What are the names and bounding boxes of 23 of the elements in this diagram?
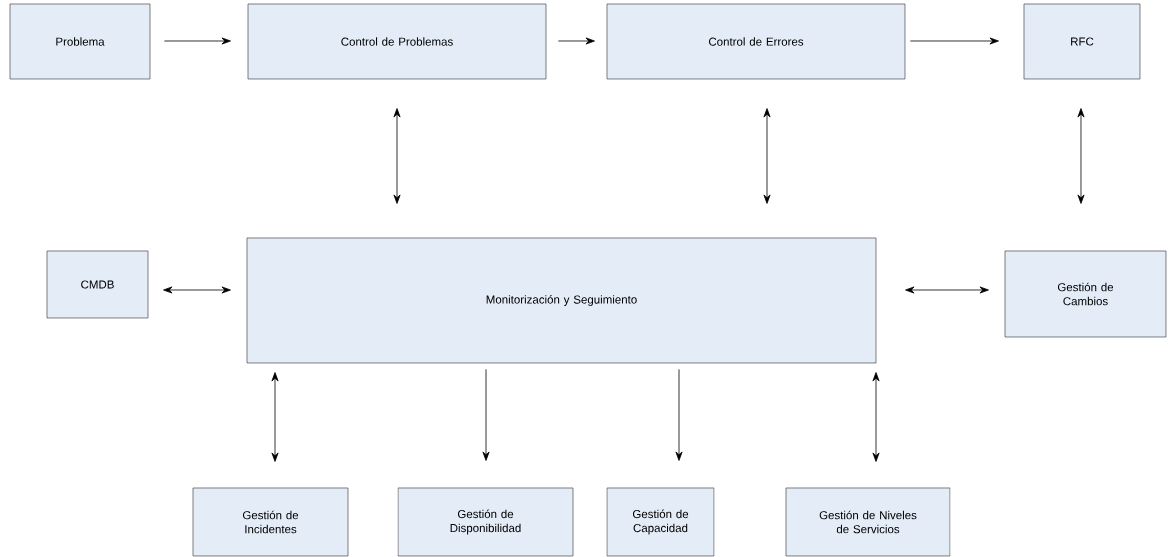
arrow: [905, 286, 989, 294]
arrow: [675, 368, 683, 461]
process-box: RFC: [1023, 3, 1141, 80]
process-box: Control de Problemas: [247, 3, 547, 80]
process-box: Gestión de Incidentes: [192, 487, 349, 557]
process-box: Control de Errores: [606, 3, 906, 80]
process-box: Gestión de Cambios: [1004, 250, 1167, 338]
arrow: [909, 37, 999, 45]
process-box: CMDB: [46, 250, 149, 319]
process-box: Problema: [9, 3, 151, 80]
arrow: [482, 368, 490, 461]
arrow: [163, 37, 231, 45]
arrow: [1077, 108, 1085, 204]
arrow: [557, 37, 595, 45]
arrow: [271, 372, 279, 462]
process-box: Monitorización y Seguimiento: [246, 237, 877, 364]
arrow: [393, 108, 401, 204]
arrow: [163, 286, 231, 294]
arrow: [872, 372, 880, 462]
process-box: Gestión de Capacidad: [606, 487, 715, 557]
process-box: Gestión de Niveles de Servicios: [785, 487, 951, 557]
arrow: [763, 108, 771, 204]
process-box: Gestión de Disponibilidad: [397, 487, 574, 557]
